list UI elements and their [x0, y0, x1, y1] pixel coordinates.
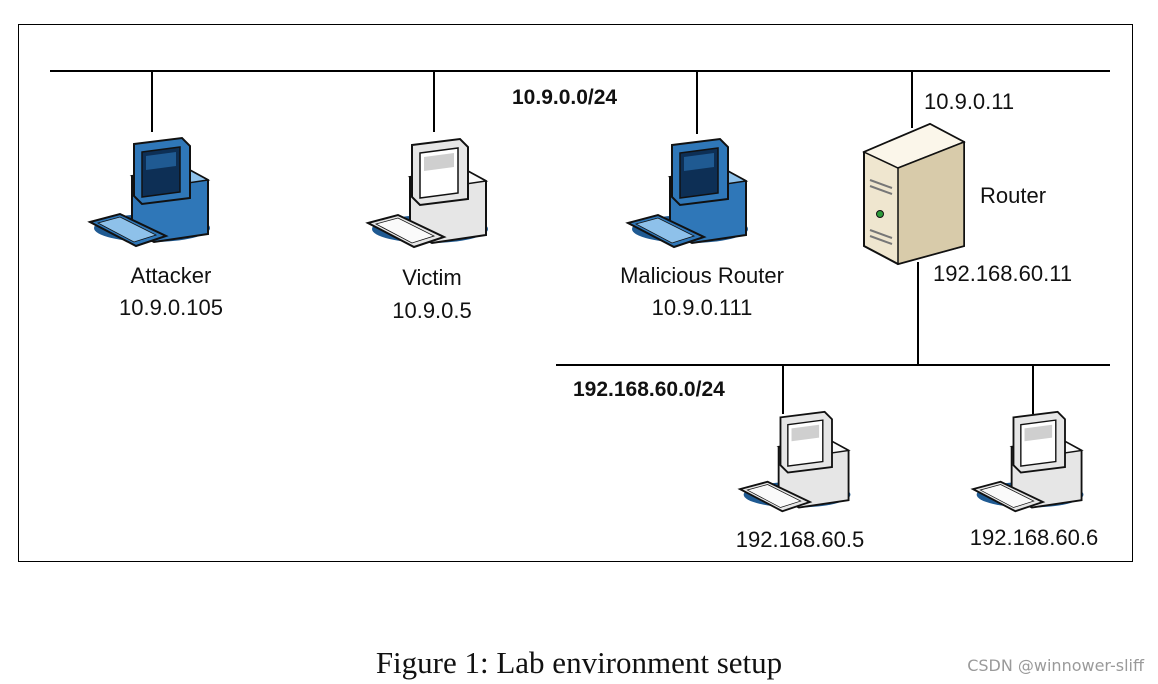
victim-ip: 10.9.0.5 [392, 298, 472, 323]
victim-name: Victim [402, 265, 462, 290]
attacker-name: Attacker [131, 263, 212, 288]
victim-computer-icon [367, 138, 489, 248]
router-server-icon [862, 122, 966, 266]
attacker-ip: 10.9.0.105 [119, 295, 223, 320]
host-6-ip: 192.168.60.6 [970, 525, 1098, 550]
router-top-ip: 10.9.0.11 [924, 89, 1014, 114]
bottom-subnet-label: 192.168.60.0/24 [573, 378, 725, 401]
watermark: CSDN @winnower-sliff [967, 656, 1144, 675]
top-subnet-label: 10.9.0.0/24 [512, 86, 617, 109]
malicious-router-computer-icon [627, 138, 749, 248]
host-6-computer-icon [972, 410, 1085, 513]
figure-caption: Figure 1: Lab environment setup [375, 645, 783, 680]
diagram-frame [18, 24, 1133, 562]
host-5-ip: 192.168.60.5 [736, 527, 864, 552]
malicious-router-ip: 10.9.0.111 [652, 295, 753, 320]
router-name: Router [980, 183, 1046, 208]
network-diagram: 10.9.0.0/24 192.168.60.0/24 Attacker 10.… [18, 24, 1133, 562]
router-bottom-ip: 192.168.60.11 [933, 261, 1072, 286]
malicious-router-name: Malicious Router [620, 263, 784, 288]
attacker-computer-icon [89, 137, 211, 247]
host-5-computer-icon [739, 410, 852, 513]
